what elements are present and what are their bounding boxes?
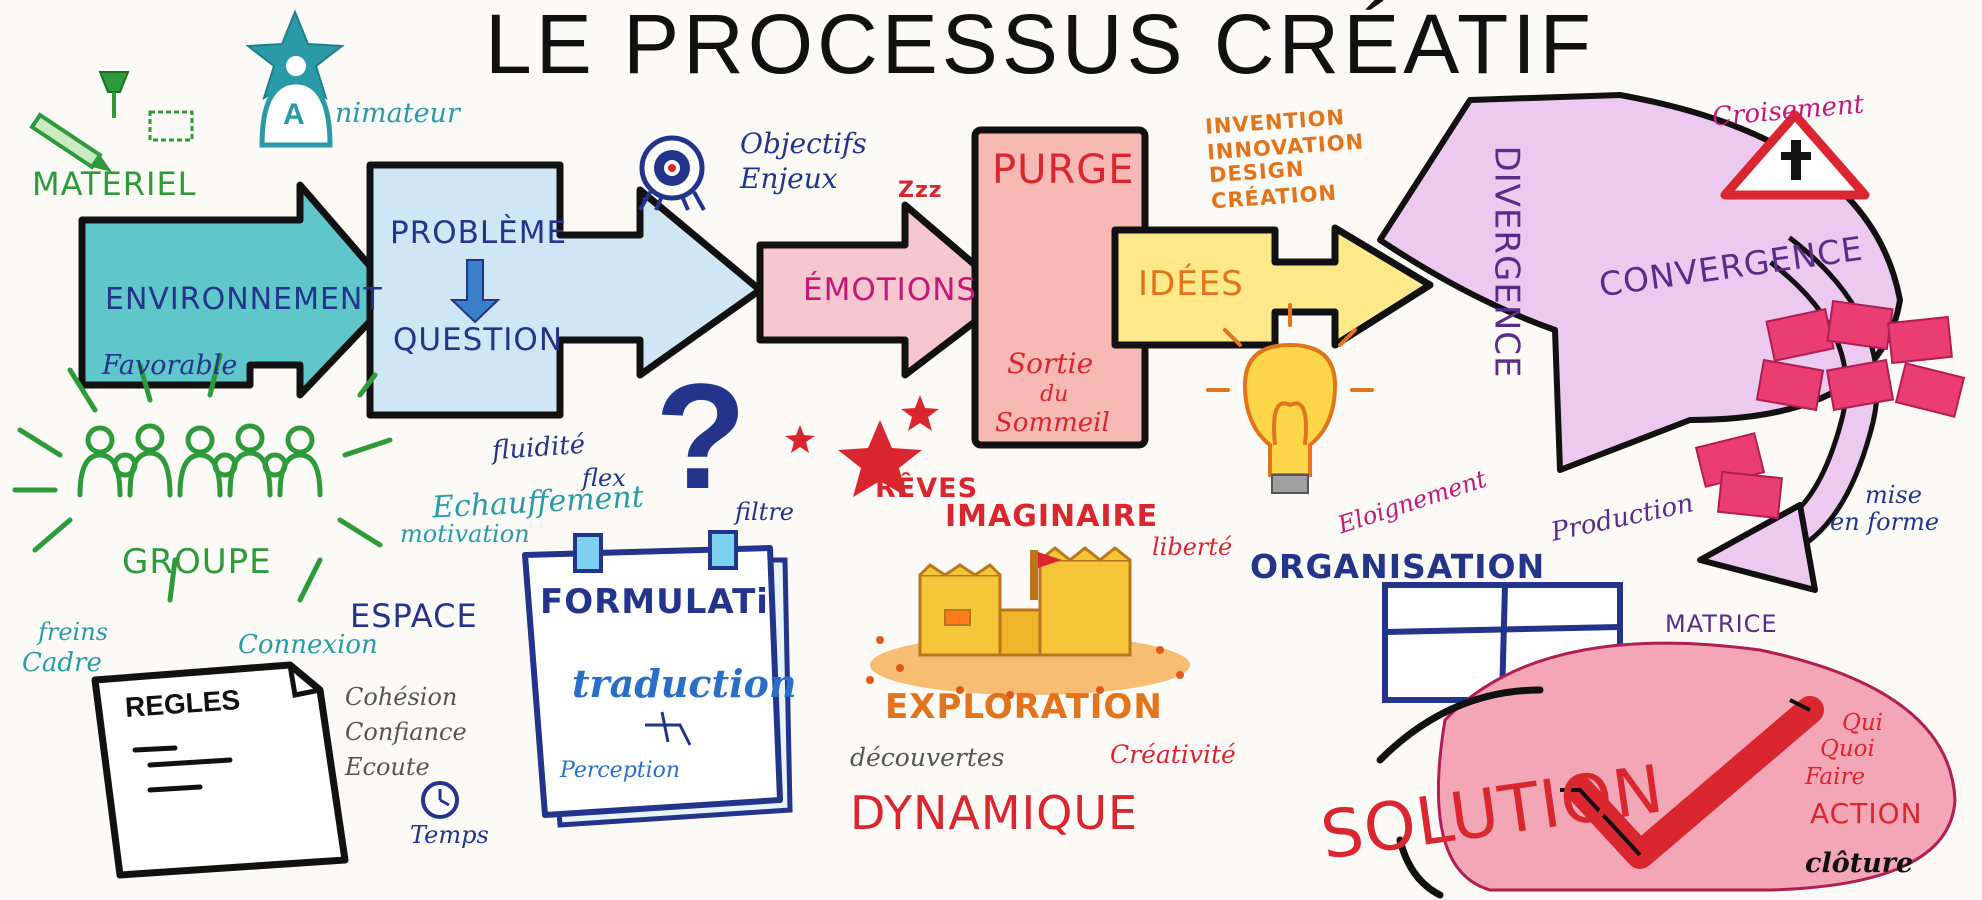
organisation-label: ORGANISATION [1250, 547, 1546, 586]
zzz-label: Zzz [898, 178, 943, 203]
decouvertes-label: découvertes [850, 743, 1005, 772]
lightbulb-icon [1206, 303, 1374, 494]
filtre-label: filtre [735, 498, 795, 526]
groupe-label: GROUPE [122, 542, 272, 582]
formulati-label: FORMULATi [540, 582, 769, 622]
group-people-icon [12, 352, 393, 603]
qui-label: Qui [1842, 710, 1884, 736]
enjeux-label: Enjeux [740, 162, 838, 195]
favorable-label: Favorable [102, 350, 238, 381]
exploration-label: EXPLORATION [885, 687, 1163, 727]
solution-blob [1436, 641, 1957, 892]
fluidite-label: fluidité [491, 429, 587, 467]
road-sign-icon [1720, 110, 1870, 200]
target-icon [638, 135, 706, 211]
clock-icon [421, 781, 459, 819]
espace-label: ESPACE [350, 597, 478, 635]
purge-label: PURGE [992, 147, 1135, 193]
quoi-label: Quoi [1820, 736, 1875, 762]
convergence-arrowhead [1697, 502, 1818, 593]
animateur-head-icon [282, 52, 310, 80]
animateur-body-icon [259, 79, 333, 148]
star-small-icon [901, 395, 939, 431]
note-card-icon [148, 110, 194, 142]
sand-castle-icon [866, 546, 1190, 699]
animateur-initial: A [283, 98, 305, 131]
sortie-label: Sortie [1007, 347, 1094, 380]
sticky-notes-icon [1694, 299, 1966, 520]
emotions-arrow [756, 201, 1014, 379]
solution-arc-bottom [1396, 836, 1444, 899]
down-arrow-icon [449, 259, 501, 324]
matrice-label: MATRICE [1665, 610, 1778, 638]
faire-label: Faire [1805, 764, 1866, 790]
en-forme-label: en forme [1830, 508, 1940, 536]
emotions-label: ÉMOTIONS [803, 272, 978, 308]
materiel-label: MATERIEL [32, 165, 197, 203]
ecoute-label: Ecoute [345, 753, 430, 781]
probleme-question-arrow [366, 161, 764, 419]
dynamique-label: DYNAMIQUE [850, 786, 1139, 840]
animateur-label: nimateur [335, 98, 460, 129]
question-label: QUESTION [393, 322, 564, 358]
idees-arrow [1111, 224, 1434, 349]
objectifs-label: Objectifs [740, 127, 867, 160]
mise-label: mise [1865, 481, 1922, 509]
flex-label: flex [582, 464, 626, 492]
action-label: ACTION [1810, 797, 1923, 830]
environnement-label: ENVIRONNEMENT [105, 282, 383, 317]
creativite-label: Créativité [1110, 740, 1236, 769]
divergence-label: DIVERGENCE [1486, 145, 1527, 379]
cadre-label: Cadre [22, 648, 102, 678]
pushpin-icon [98, 71, 130, 118]
pencil-icon [29, 112, 112, 172]
liberte-label: liberté [1152, 533, 1233, 561]
connexion-label: Connexion [238, 630, 378, 660]
perception-label: Perception [560, 758, 681, 783]
du-label: du [1040, 382, 1069, 407]
regles-paper [91, 661, 349, 879]
star-tiny-icon [785, 425, 815, 453]
idees-label: IDÉES [1138, 264, 1244, 304]
temps-label: Temps [410, 821, 489, 849]
freins-label: freins [38, 618, 109, 646]
environnement-arrow [78, 181, 399, 399]
confiance-label: Confiance [345, 718, 467, 746]
solution-arc [1376, 686, 1544, 764]
motivation-label: motivation [400, 520, 530, 548]
probleme-label: PROBLÈME [390, 215, 568, 251]
page-title: LE PROCESSUS CRÉATIF [485, 0, 1595, 91]
traduction-label: traduction [572, 661, 797, 706]
imaginaire-label: IMAGINAIRE [945, 499, 1159, 534]
question-mark-icon: ? [655, 352, 747, 520]
star-large-icon [838, 420, 922, 497]
cohesion-label: Cohésion [345, 683, 458, 711]
cloture-label: clôture [1805, 848, 1914, 879]
sommeil-label: Sommeil [995, 408, 1110, 438]
reves-label: RÊVES [875, 473, 979, 504]
flipchart [522, 530, 793, 828]
